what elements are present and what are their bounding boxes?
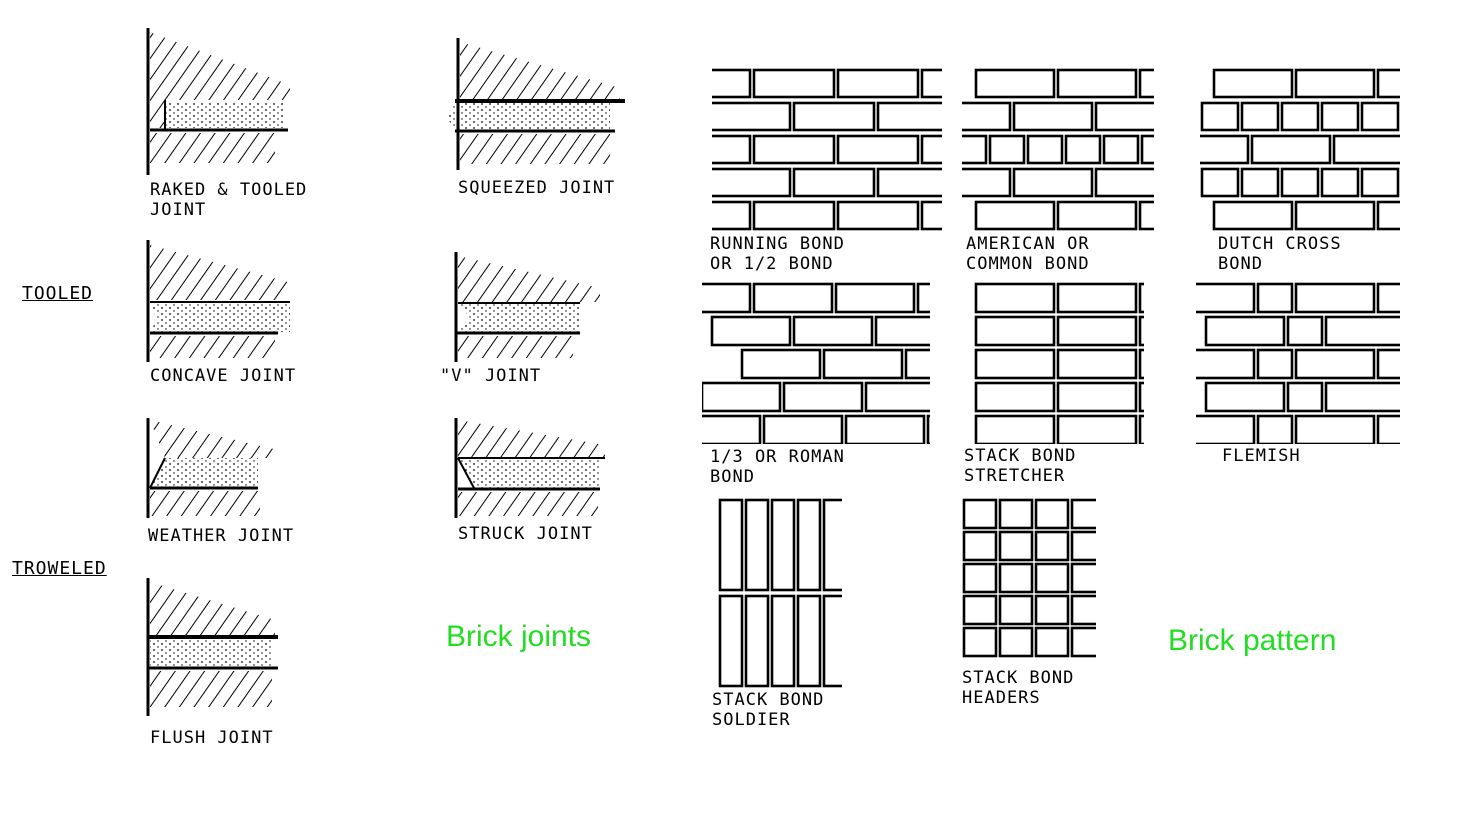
concave-joint-drawing	[146, 240, 290, 362]
troweled-label: TROWELED	[12, 558, 107, 579]
stack-bond-stretcher-pattern	[974, 282, 1144, 444]
v-joint-label: "V" JOINT	[440, 366, 542, 386]
roman-bond-label: 1/3 OR ROMAN BOND	[710, 447, 845, 487]
flemish-label: FLEMISH	[1222, 446, 1301, 466]
stack-bond-headers-label: STACK BOND HEADERS	[962, 668, 1075, 708]
flush-joint-label: FLUSH JOINT	[150, 728, 274, 748]
american-bond-pattern	[962, 68, 1154, 231]
running-bond-pattern	[712, 68, 942, 231]
american-bond-label: AMERICAN OR COMMON BOND	[966, 234, 1090, 274]
brick-pattern-caption: Brick pattern	[1168, 624, 1337, 657]
flush-joint-drawing	[146, 578, 278, 716]
raked-tooled-joint-drawing	[146, 28, 290, 175]
stack-bond-headers-pattern	[962, 498, 1096, 658]
tooled-label: TOOLED	[22, 283, 94, 304]
raked-tooled-joint-label: RAKED & TOOLED JOINT	[150, 180, 308, 220]
dutch-cross-bond-pattern	[1200, 68, 1400, 231]
squeezed-joint-label: SQUEEZED JOINT	[458, 178, 616, 198]
stack-bond-soldier-label: STACK BOND SOLDIER	[712, 690, 825, 730]
running-bond-label: RUNNING BOND OR 1/2 BOND	[710, 234, 845, 274]
v-joint-drawing	[454, 252, 600, 362]
weather-joint-label: WEATHER JOINT	[148, 526, 295, 546]
struck-joint-label: STRUCK JOINT	[458, 524, 593, 544]
roman-bond-pattern	[702, 282, 930, 444]
struck-joint-drawing	[454, 418, 605, 518]
brick-joints-caption: Brick joints	[446, 620, 592, 653]
concave-joint-label: CONCAVE JOINT	[150, 366, 297, 386]
weather-joint-drawing	[146, 418, 278, 518]
stack-bond-stretcher-label: STACK BOND STRETCHER	[964, 446, 1077, 486]
dutch-cross-bond-label: DUTCH CROSS BOND	[1218, 234, 1342, 274]
stack-bond-soldier-pattern	[718, 498, 842, 688]
squeezed-joint-drawing	[447, 38, 625, 170]
flemish-bond-pattern	[1196, 282, 1400, 444]
